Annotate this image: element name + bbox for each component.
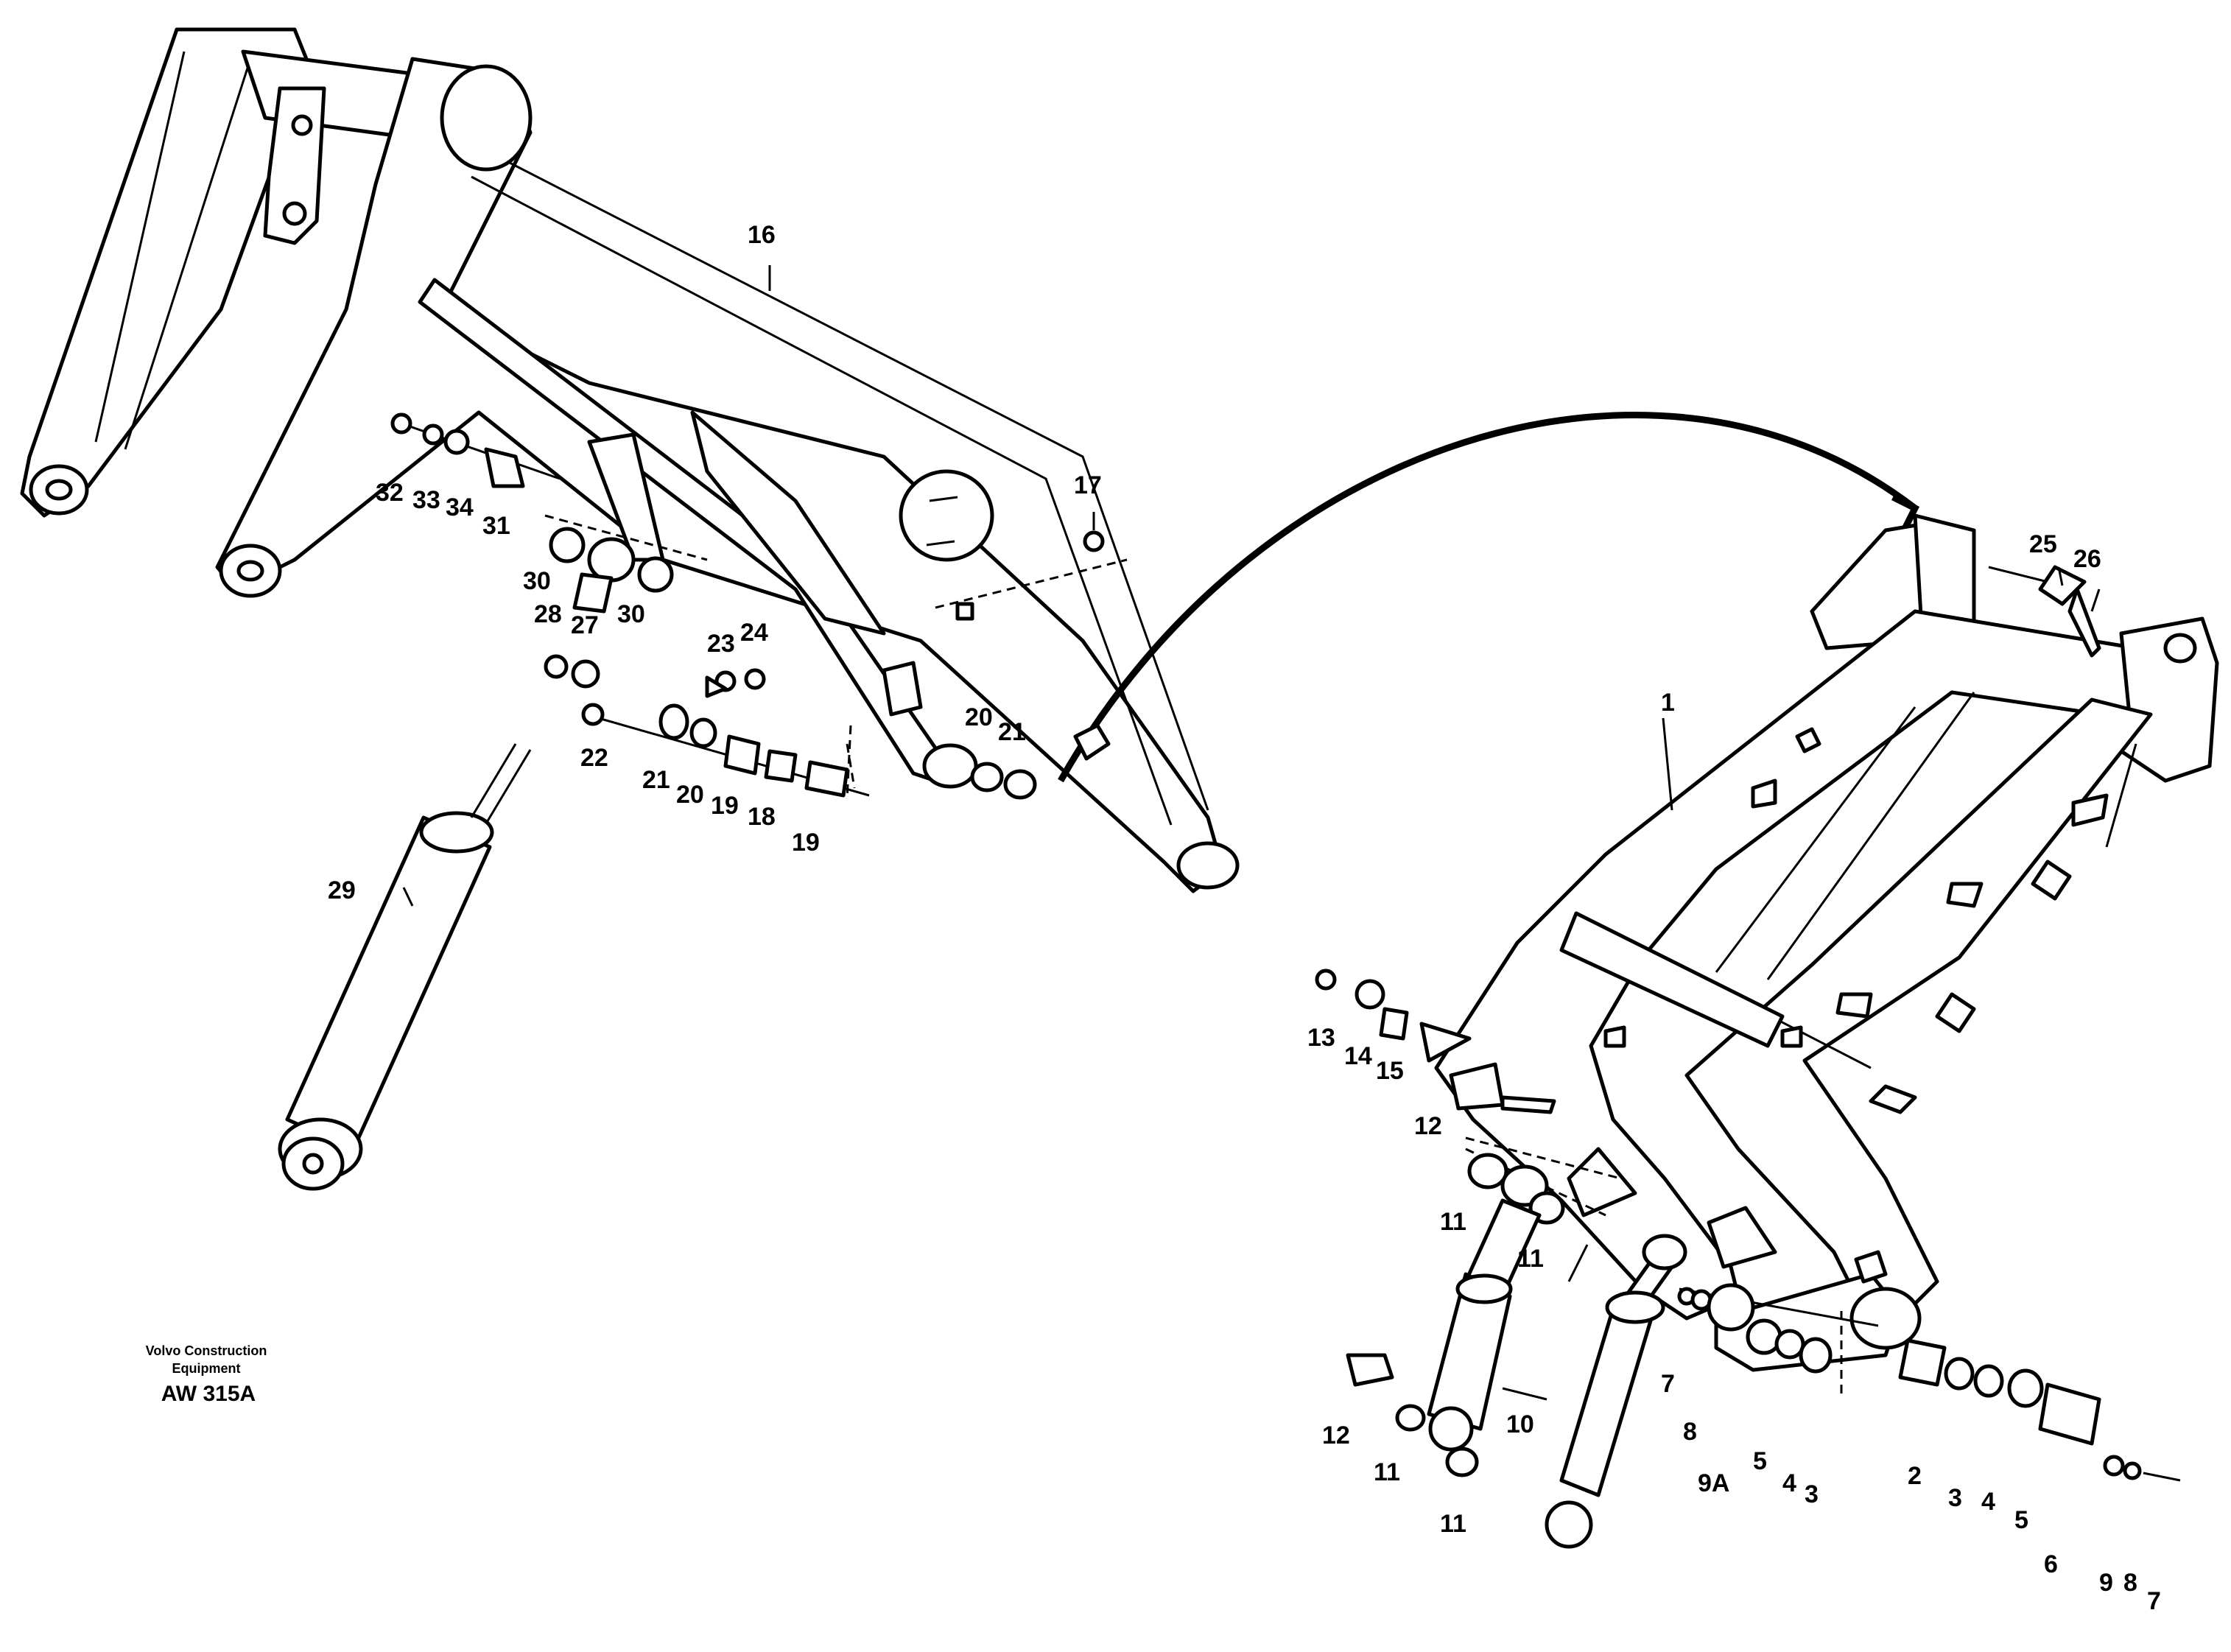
callout-4a: 4 — [1782, 1469, 1796, 1497]
callout-3a: 3 — [1805, 1480, 1819, 1508]
callout-13: 13 — [1307, 1024, 1335, 1052]
callout-20a: 20 — [676, 781, 704, 809]
drawing-code: AW 315A — [161, 1382, 256, 1406]
callout-11b: 11 — [1517, 1245, 1544, 1273]
callout-22: 22 — [580, 744, 608, 772]
callout-7b: 7 — [2147, 1587, 2161, 1615]
callout-29: 29 — [328, 876, 356, 904]
callout-2: 2 — [1908, 1462, 1922, 1490]
callout-6: 6 — [2044, 1550, 2058, 1578]
callout-12a: 12 — [1414, 1112, 1442, 1140]
callout-16: 16 — [748, 221, 776, 249]
callout-34: 34 — [446, 493, 474, 521]
frame-part-1 — [1434, 513, 2219, 1372]
callout-11c: 11 — [1374, 1458, 1400, 1486]
callout-32: 32 — [376, 479, 404, 507]
callout-5a: 5 — [1753, 1447, 1767, 1475]
callout-26: 26 — [2073, 545, 2101, 573]
hardware-parts — [278, 412, 2181, 1549]
callout-33: 33 — [412, 486, 440, 514]
callout-labels: 1 2 3 3 4 4 5 5 6 7 7 8 8 9 9A 10 11 11 … — [328, 221, 2161, 1615]
callout-3b: 3 — [1948, 1484, 1962, 1512]
lift-arm-part-16 — [20, 27, 1240, 893]
callout-31: 31 — [482, 512, 510, 540]
callout-11a: 11 — [1440, 1208, 1466, 1236]
callout-17: 17 — [1074, 471, 1102, 499]
callout-11d: 11 — [1440, 1510, 1466, 1538]
callout-30a: 30 — [523, 567, 551, 595]
callout-30b: 30 — [617, 600, 645, 628]
hydraulic-hose-curve — [1058, 412, 1917, 783]
callout-7a: 7 — [1661, 1370, 1675, 1398]
callout-14: 14 — [1344, 1042, 1372, 1070]
callout-1: 1 — [1661, 689, 1675, 717]
callout-9: 9 — [2099, 1569, 2113, 1597]
callout-23: 23 — [707, 630, 735, 658]
callout-20b: 20 — [965, 703, 993, 731]
callout-28: 28 — [534, 600, 562, 628]
leader-lines — [402, 265, 2101, 1401]
callout-4b: 4 — [1981, 1488, 1995, 1516]
callout-10: 10 — [1506, 1410, 1534, 1438]
callout-15: 15 — [1376, 1057, 1404, 1085]
callout-8b: 8 — [2123, 1569, 2137, 1597]
publisher-logo: Volvo Construction Equipment AW 315A — [146, 1343, 267, 1406]
callout-27: 27 — [571, 611, 599, 639]
callout-24: 24 — [740, 619, 768, 647]
callout-12b: 12 — [1322, 1421, 1350, 1449]
callout-19b: 19 — [792, 829, 820, 857]
callout-9A: 9A — [1698, 1469, 1729, 1497]
callout-18: 18 — [748, 803, 776, 831]
callout-25: 25 — [2029, 530, 2057, 558]
callout-19a: 19 — [711, 792, 739, 820]
brand-line-2: Equipment — [172, 1361, 241, 1376]
callout-8a: 8 — [1683, 1418, 1697, 1446]
callout-21a: 21 — [642, 766, 670, 794]
callout-21b: 21 — [998, 718, 1026, 746]
brand-line-1: Volvo Construction — [146, 1343, 267, 1358]
callout-5b: 5 — [2014, 1506, 2028, 1534]
